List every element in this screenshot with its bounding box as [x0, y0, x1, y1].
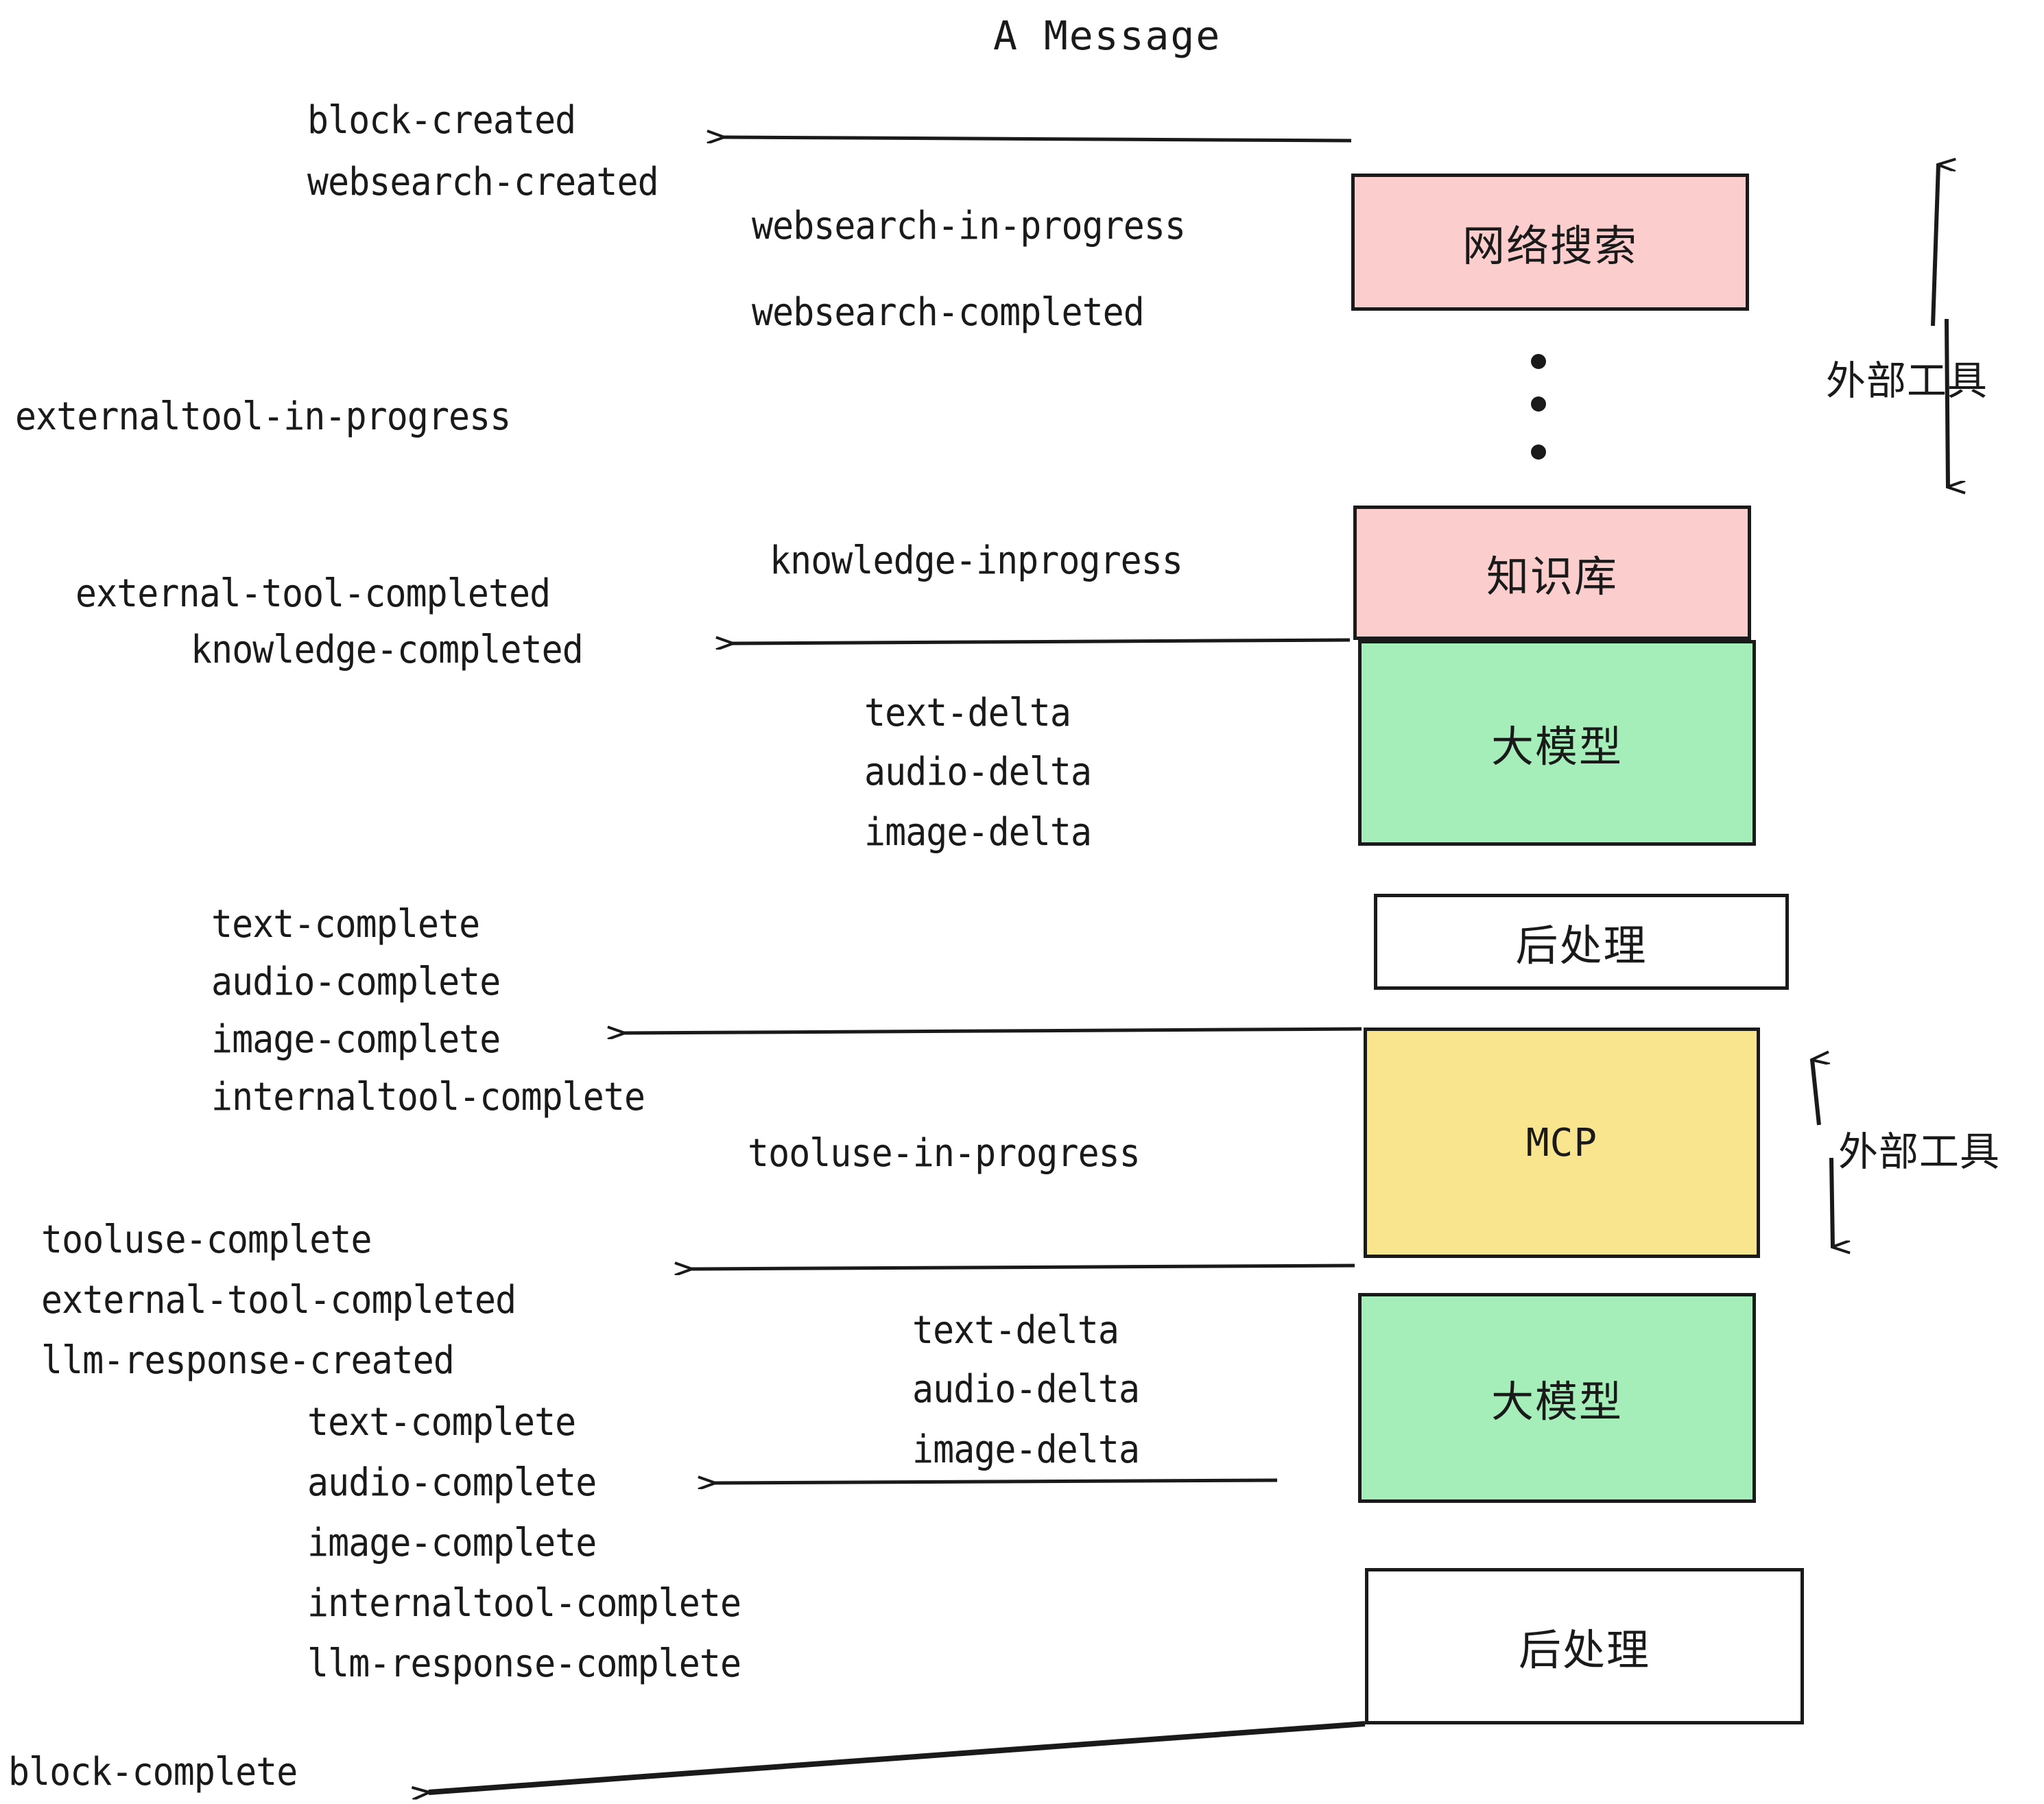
event-llm-response-complete: llm-response-complete [307, 1641, 741, 1686]
event-llm-response-created: llm-response-created [41, 1338, 455, 1383]
event-knowledge-completed: knowledge-completed [191, 628, 584, 672]
event-image-complete-2: image-complete [307, 1521, 597, 1565]
box-llm-top[interactable]: 大模型 [1358, 640, 1756, 846]
event-externaltool-in-progress: externaltool-in-progress [15, 394, 511, 439]
event-audio-complete-2: audio-complete [307, 1460, 597, 1505]
event-external-tool-completed-2: external-tool-completed [41, 1278, 516, 1322]
event-image-delta-2: image-delta [912, 1427, 1140, 1472]
ellipsis-dot-3 [1531, 444, 1546, 460]
arrow-mcp-to-tooluse-complete [691, 1266, 1355, 1269]
external-tool-bottom-arrows [1812, 1060, 1833, 1247]
page-title: A Message [993, 12, 1222, 59]
external-tool-top-arrows [1931, 165, 1948, 487]
box-websearch-label: 网络搜索 [1462, 221, 1638, 271]
box-postprocess-2[interactable]: 后处理 [1365, 1568, 1804, 1724]
arrow-knowledge-to-completed [733, 640, 1351, 643]
event-external-tool-completed-1: external-tool-completed [75, 571, 551, 616]
box-llm-top-label: 大模型 [1490, 722, 1623, 772]
group-label-external-tool-top: 外部工具 [1826, 357, 1988, 404]
event-audio-delta-1: audio-delta [864, 750, 1092, 794]
event-audio-delta-2: audio-delta [912, 1367, 1140, 1412]
arrow-postprocess2-to-block-complete [429, 1721, 1366, 1792]
box-mcp[interactable]: MCP [1364, 1028, 1760, 1258]
event-internaltool-complete-2: internaltool-complete [307, 1581, 741, 1626]
box-websearch[interactable]: 网络搜索 [1351, 174, 1749, 311]
event-text-complete-1: text-complete [211, 902, 480, 947]
box-postprocess-2-label: 后处理 [1518, 1625, 1650, 1675]
ellipsis-dot-1 [1531, 354, 1546, 369]
event-internaltool-complete-1: internaltool-complete [211, 1075, 645, 1119]
event-text-delta-1: text-delta [864, 691, 1071, 735]
event-block-created: block-created [307, 98, 576, 143]
event-websearch-completed: websearch-completed [752, 290, 1145, 335]
event-text-complete-2: text-complete [307, 1400, 576, 1445]
box-postprocess-1-label: 后处理 [1515, 921, 1648, 971]
box-mcp-label: MCP [1525, 1120, 1598, 1165]
arrow-llm-to-audio-complete [715, 1480, 1278, 1483]
box-llm-bottom-label: 大模型 [1490, 1377, 1623, 1427]
event-websearch-in-progress: websearch-in-progress [752, 204, 1186, 248]
box-llm-bottom[interactable]: 大模型 [1358, 1293, 1756, 1503]
group-label-external-tool-bottom: 外部工具 [1838, 1128, 2001, 1175]
event-websearch-created: websearch-created [307, 160, 659, 204]
box-postprocess-1[interactable]: 后处理 [1374, 894, 1789, 990]
event-image-complete-1: image-complete [211, 1017, 501, 1062]
event-text-delta-2: text-delta [912, 1308, 1119, 1353]
event-block-complete: block-complete [8, 1750, 298, 1794]
event-audio-complete-1: audio-complete [211, 960, 501, 1004]
event-tooluse-in-progress: tooluse-in-progress [748, 1131, 1141, 1176]
event-tooluse-complete: tooluse-complete [41, 1218, 372, 1262]
event-knowledge-inprogress: knowledge-inprogress [770, 538, 1183, 583]
arrow-websearch-to-created [724, 137, 1352, 141]
arrow-postprocess1-to-image-complete [624, 1029, 1362, 1033]
box-knowledge[interactable]: 知识库 [1353, 506, 1751, 640]
event-image-delta-1: image-delta [864, 810, 1092, 855]
box-knowledge-label: 知识库 [1486, 551, 1618, 602]
ellipsis-dot-2 [1531, 396, 1546, 412]
